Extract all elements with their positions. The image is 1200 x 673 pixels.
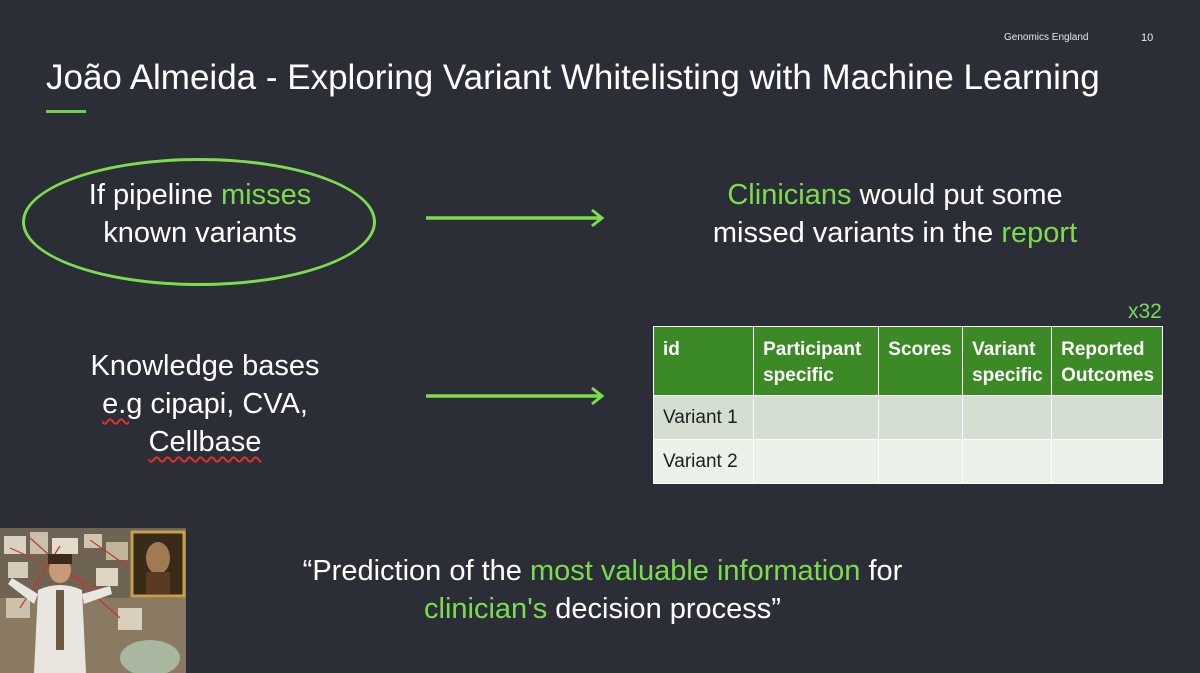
arrow-right-icon <box>426 208 605 228</box>
clinicians-report-text: Clinicians would put some missed variant… <box>660 176 1130 252</box>
text-segment: cipapi, CVA, <box>142 388 308 420</box>
table-cell <box>962 395 1053 440</box>
text-segment: Knowledge bases <box>90 350 320 382</box>
table-cell <box>962 439 1053 484</box>
highlight-ellipse <box>22 158 376 286</box>
table-row: Variant 2 <box>652 439 1163 484</box>
column-header: id <box>652 326 755 396</box>
highlight-clinicians: Clinicians <box>727 179 852 211</box>
slide-title: João Almeida - Exploring Variant Whiteli… <box>46 58 1100 97</box>
text-segment: known variants <box>103 217 297 249</box>
column-header: Reported Outcomes <box>1051 326 1163 396</box>
table-cell <box>753 439 880 484</box>
text-segment: “Prediction of the <box>302 555 530 587</box>
text-segment: missed variants in the <box>712 217 1002 249</box>
title-underline <box>46 110 86 113</box>
arrow-right-icon <box>426 386 605 406</box>
pipeline-misses-text: If pipeline misses known variants <box>40 176 360 252</box>
text-segment: would put some <box>851 179 1063 211</box>
table-cell <box>1051 439 1163 484</box>
knowledge-bases-text: Knowledge bases e.g cipapi, CVA, Cellbas… <box>40 347 370 461</box>
quote-text: “Prediction of the most valuable informa… <box>230 552 975 628</box>
table-cell: Variant 1 <box>652 395 755 440</box>
features-table: id Participant specific Scores Variant s… <box>652 326 1163 484</box>
text-segment: decision process” <box>547 593 781 625</box>
highlight-misses: misses <box>220 179 312 211</box>
highlight-report: report <box>1001 217 1078 249</box>
table-header-row: id Participant specific Scores Variant s… <box>652 326 1163 396</box>
meme-photo <box>0 528 186 673</box>
spellcheck-word: Cellbase <box>148 426 262 458</box>
conspiracy-board-image <box>0 528 186 673</box>
highlight-most-valuable: most valuable information <box>529 555 861 587</box>
highlight-clinicians-possessive: clinician's <box>424 593 548 625</box>
column-header: Variant specific <box>962 326 1053 396</box>
table-cell: Variant 2 <box>652 439 755 484</box>
text-segment: If pipeline <box>88 179 221 211</box>
table-cell <box>753 395 880 440</box>
table-cell <box>1051 395 1163 440</box>
brand-label: Genomics England <box>1004 32 1089 43</box>
page-number: 10 <box>1141 32 1154 44</box>
spellcheck-word: e.g <box>102 388 143 420</box>
column-header: Scores <box>878 326 964 396</box>
table-cell <box>878 395 964 440</box>
multiplier-label: x32 <box>1128 300 1162 323</box>
column-header: Participant specific <box>753 326 880 396</box>
text-segment: for <box>860 555 903 587</box>
table-cell <box>878 439 964 484</box>
table-row: Variant 1 <box>652 395 1163 440</box>
